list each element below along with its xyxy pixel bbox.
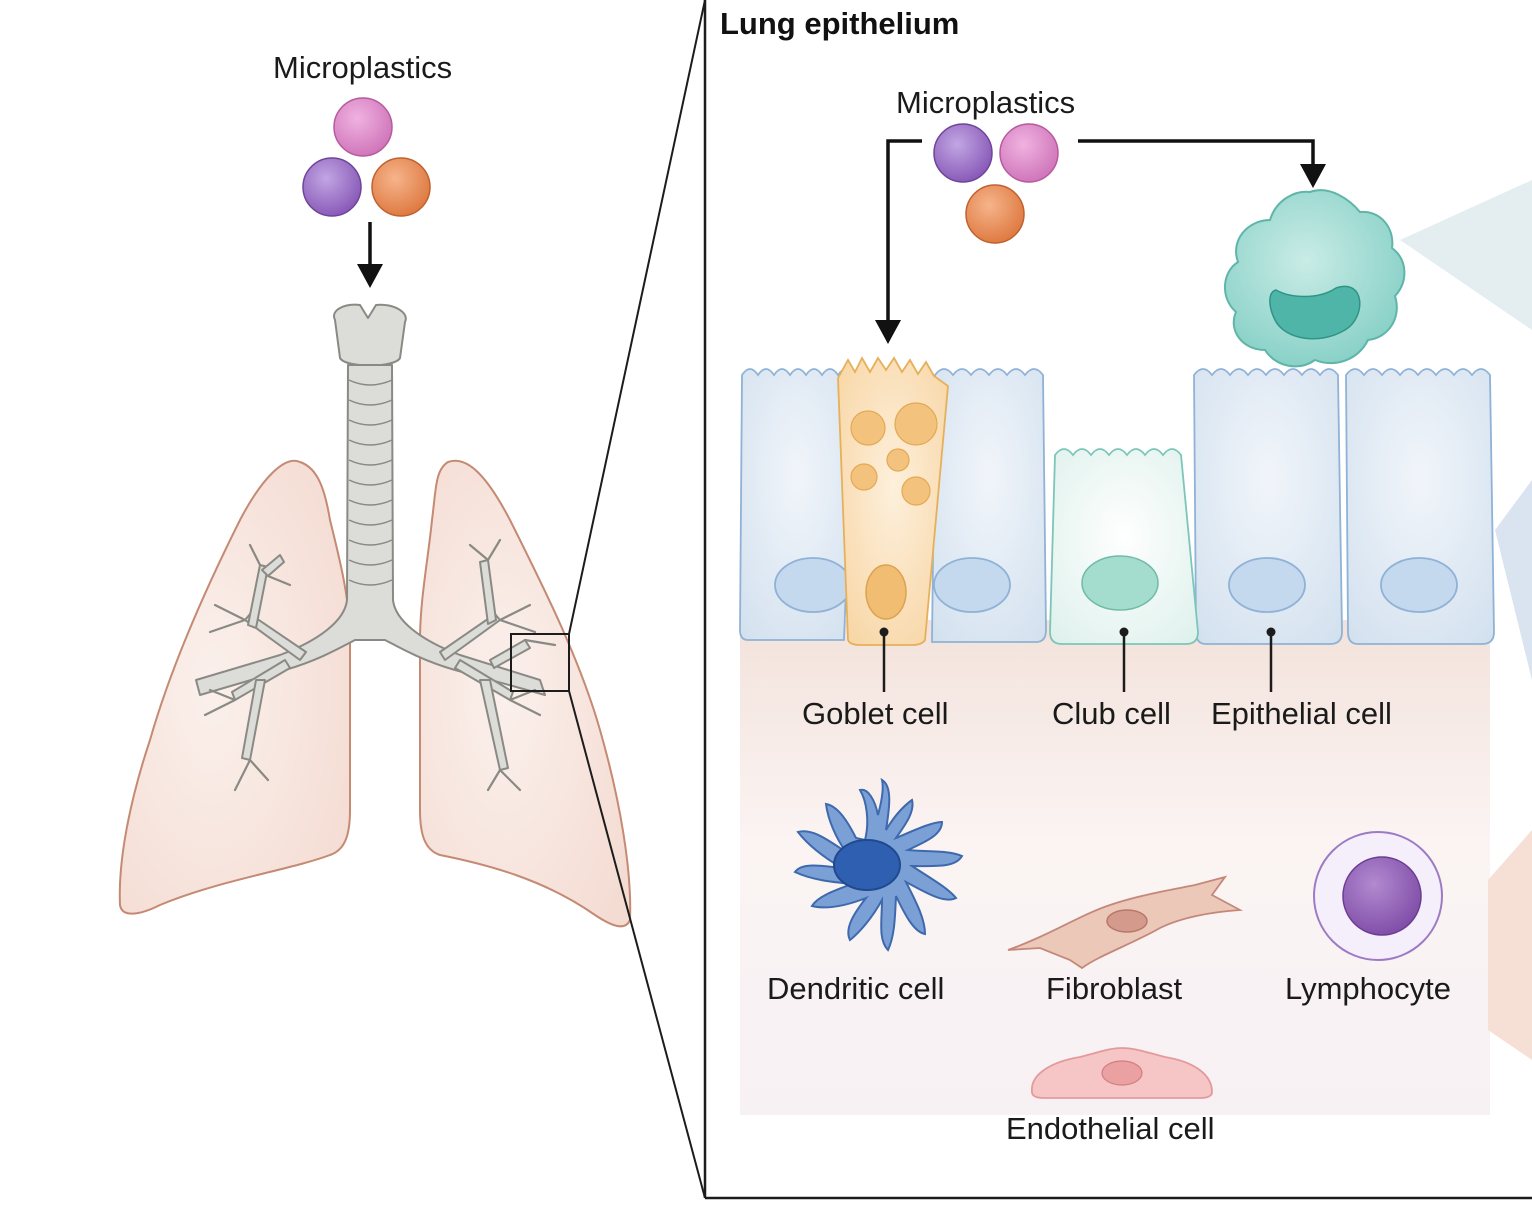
wedge-peach — [1488, 830, 1532, 1060]
particle-pink — [999, 123, 1059, 183]
goblet-cell-label: Goblet cell — [802, 696, 949, 731]
fibroblast-label: Fibroblast — [1046, 971, 1183, 1006]
zoom-indicator — [510, 0, 706, 1199]
lungs-illustration — [118, 303, 632, 928]
left-lung — [118, 459, 351, 915]
arrow-to-goblet — [875, 320, 901, 344]
wedge-teal — [1400, 180, 1532, 330]
club-cell — [1049, 448, 1199, 645]
endothelial-cell — [1031, 1047, 1213, 1099]
dendritic-cell — [793, 777, 964, 952]
macrophage-cell — [1223, 189, 1406, 368]
label-pointer-dots — [879, 627, 1276, 637]
particle-orange — [965, 184, 1025, 244]
fibroblast-cell — [1007, 875, 1244, 970]
endothelial-cell-label: Endothelial cell — [1006, 1111, 1215, 1146]
goblet-cell — [837, 356, 949, 646]
particle-orange — [371, 157, 431, 217]
epithelial-nucleus-3 — [1228, 557, 1306, 613]
particle-pink — [333, 97, 393, 157]
particle-purple — [933, 123, 993, 183]
left-microplastics-label: Microplastics — [273, 50, 453, 85]
epithelial-nucleus-1 — [774, 557, 852, 613]
lymphocyte-cell — [1313, 831, 1443, 961]
epithelial-cell-label: Epithelial cell — [1211, 696, 1392, 731]
epithelial-nucleus-2 — [933, 557, 1011, 613]
right-microplastics-label: Microplastics — [896, 85, 1076, 120]
dendritic-cell-label: Dendritic cell — [767, 971, 945, 1006]
epithelial-nucleus-4 — [1380, 557, 1458, 613]
lung-epithelium-panel — [703, 0, 1532, 1200]
bronchial-tree — [195, 303, 546, 771]
exposure-arrows — [886, 139, 1315, 322]
left-microplastics-cluster — [302, 97, 431, 217]
lymphocyte-label: Lymphocyte — [1285, 971, 1451, 1006]
bronchioles — [203, 538, 557, 792]
panel-title: Lung epithelium — [720, 6, 960, 41]
label-pointers — [882, 632, 1273, 692]
particle-purple — [302, 157, 362, 217]
arrow-to-macrophage — [1300, 164, 1326, 188]
epithelial-layer — [739, 368, 1495, 645]
tracheal-rings — [348, 379, 393, 586]
club-cell-label: Club cell — [1052, 696, 1171, 731]
wedge-blue — [1495, 480, 1532, 680]
inhalation-arrow — [357, 222, 383, 288]
right-microplastics-cluster — [933, 123, 1059, 244]
